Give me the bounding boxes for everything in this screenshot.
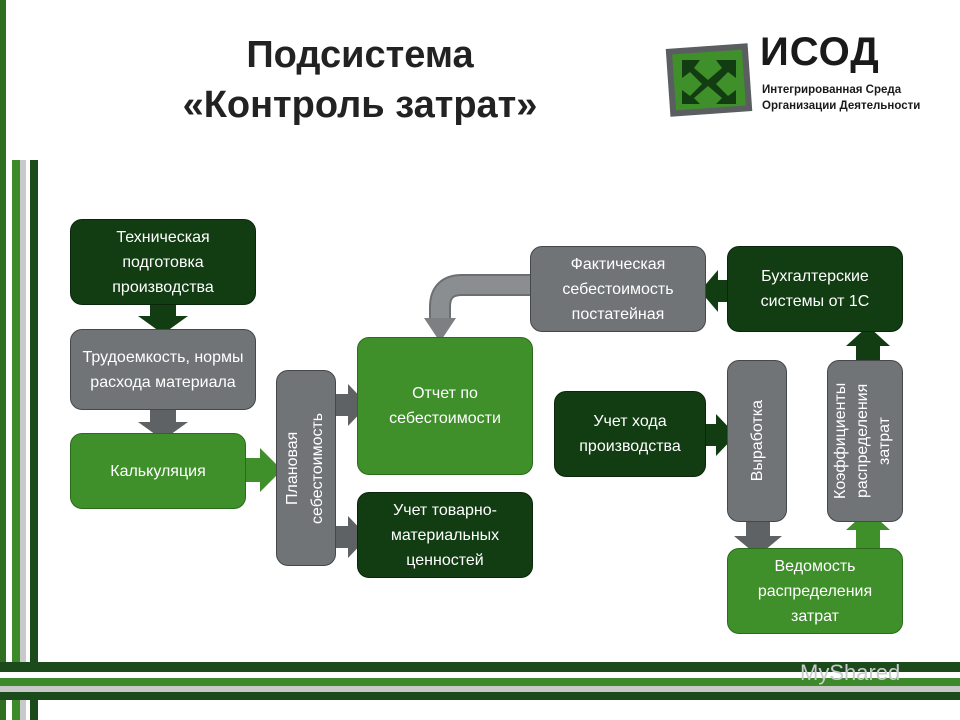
arrow-accounting-to-actual (700, 270, 730, 312)
title-line-2: «Контроль затрат» (182, 84, 538, 126)
node-cost-report: Отчет по себестоимости (357, 337, 533, 475)
node-coefficients: Коэффициенты распределения затрат (827, 360, 903, 522)
node-output-label: Выработка (748, 400, 766, 482)
arrow-production-to-output (706, 414, 736, 456)
logo-subtitle-line-1: Интегрированная Среда (762, 84, 902, 96)
arrow-labor-to-calc (138, 410, 188, 440)
node-inventory: Учет товарно-материальных ценностей (357, 492, 533, 578)
node-production-tracking: Учет хода производства (554, 391, 706, 477)
node-cost-report-label: Отчет по себестоимости (389, 385, 501, 427)
node-plan-cost: Плановая себестоимость (276, 370, 336, 566)
arrow-tech-to-labor (138, 304, 188, 334)
node-tech-prep-label: Техническая подготовка производства (112, 228, 214, 296)
node-calculation: Калькуляция (70, 433, 246, 509)
arrow-coefficients-to-accounting (846, 326, 890, 362)
node-tech-prep: Техническая подготовка производства (70, 219, 256, 305)
arrow-calc-to-plan (246, 448, 282, 492)
watermark: MyShared (800, 660, 901, 685)
node-labor-norms: Трудоемкость, нормы расхода материала (70, 329, 256, 410)
node-actual-cost-label: Фактическая себестоимость постатейная (562, 255, 674, 323)
node-plan-cost-label: Плановая себестоимость (284, 412, 326, 524)
page-title: Подсистема «Контроль затрат» (150, 30, 570, 130)
left-border-stripes (0, 0, 38, 720)
logo-subtitle: Интегрированная Среда Организации Деятел… (762, 82, 920, 114)
node-calculation-label: Калькуляция (110, 462, 206, 480)
node-actual-cost: Фактическая себестоимость постатейная (530, 246, 706, 332)
arrow-actual-to-report (424, 274, 530, 342)
title-line-1: Подсистема (246, 34, 474, 76)
node-production-tracking-label: Учет хода производства (579, 413, 681, 455)
bottom-border-stripes (0, 662, 960, 700)
node-output: Выработка (727, 360, 787, 522)
node-distribution-sheet: Ведомость распределения затрат (727, 548, 903, 634)
node-labor-norms-label: Трудоемкость, нормы расхода материала (82, 348, 244, 391)
logo-icon (665, 43, 753, 117)
arrow-output-to-distribution (734, 520, 782, 556)
node-coefficients-label: Коэффициенты распределения затрат (832, 382, 893, 500)
logo-name: ИСОД (760, 30, 880, 74)
node-accounting-1c-label: Бухгалтерские системы от 1С (760, 268, 870, 310)
node-accounting-1c: Бухгалтерские системы от 1С (727, 246, 903, 332)
node-distribution-sheet-label: Ведомость распределения затрат (757, 557, 873, 625)
node-inventory-label: Учет товарно-материальных ценностей (390, 501, 500, 569)
logo-subtitle-line-2: Организации Деятельности (762, 100, 921, 112)
